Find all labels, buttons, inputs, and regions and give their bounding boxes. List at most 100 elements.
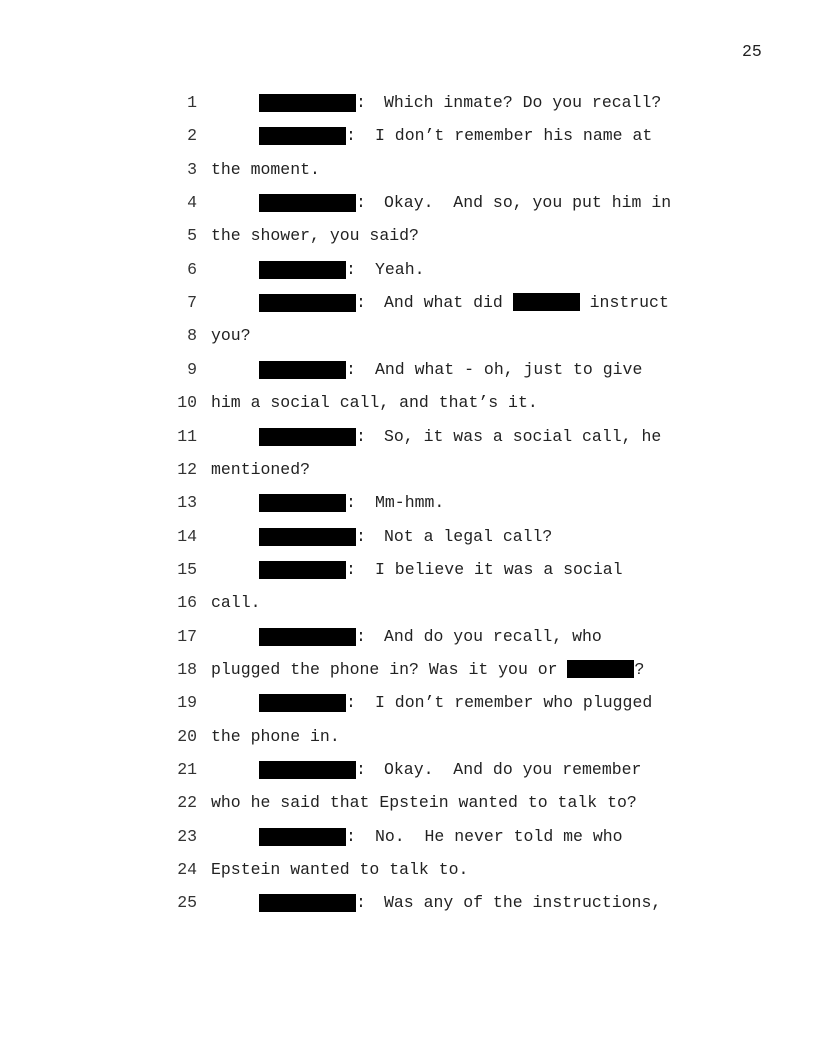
transcript-line: 3 the moment. [0, 160, 816, 180]
transcript-line: 11: So, it was a social call, he [0, 427, 816, 447]
line-number: 17 [177, 626, 197, 646]
line-number: 4 [187, 193, 197, 213]
spoken-text: No. He never told me who [375, 826, 623, 846]
redacted-speaker-name [259, 94, 356, 112]
line-number: 2 [187, 126, 197, 146]
spoken-text: And what - oh, just to give [375, 359, 643, 379]
speaker-colon: : [356, 526, 366, 546]
speaker-colon: : [356, 193, 366, 213]
redacted-speaker-name [259, 360, 346, 379]
line-number: 23 [177, 826, 197, 846]
transcript-line: 16 call. [0, 593, 816, 613]
transcript-line: 15:I believe it was a social [0, 560, 816, 580]
spoken-text: Not a legal call? [384, 526, 553, 546]
spoken-text-part: plugged the phone in? Was it you or [211, 659, 568, 679]
transcript-line: 20 the phone in. [0, 727, 816, 747]
continuation-text: the shower, you said? [211, 226, 419, 246]
spoken-text: And do you recall, who [384, 626, 602, 646]
speaker-colon: : [356, 93, 366, 112]
line-number: 19 [177, 693, 197, 713]
spoken-text: Which inmate? Do you recall? [384, 93, 662, 112]
transcript-line: 17: And do you recall, who [0, 627, 816, 647]
redacted-speaker-name [259, 694, 346, 713]
continuation-text: mentioned? [211, 459, 311, 479]
line-number: 5 [187, 226, 197, 246]
redacted-speaker-name [259, 827, 346, 846]
line-number: 11 [177, 426, 197, 446]
line-number: 22 [177, 793, 197, 813]
continuation-text: him a social call, and that’s it. [211, 393, 538, 413]
transcript-line: 25:Was any of the instructions, [0, 893, 816, 913]
page-number: 25 [742, 42, 762, 61]
redacted-speaker-name [259, 527, 356, 546]
transcript-line: 7: And what did instruct [0, 293, 816, 313]
transcript-line: 2: I don’t remember his name at [0, 126, 816, 146]
line-number: 8 [187, 326, 197, 346]
transcript-line: 18 plugged the phone in? Was it you or ? [0, 659, 816, 680]
redacted-name [567, 659, 635, 678]
speaker-colon: : [356, 293, 366, 313]
redacted-speaker-name [259, 260, 346, 279]
redacted-speaker-name [259, 294, 356, 313]
speaker-colon: : [356, 626, 366, 646]
continuation-text: plugged the phone in? Was it you or ? [211, 659, 645, 680]
transcript-line: 6: Yeah. [0, 260, 816, 280]
spoken-text: Was any of the instructions, [384, 893, 662, 913]
line-number: 15 [177, 559, 197, 579]
transcript-line: 1: Which inmate? Do you recall? [0, 93, 816, 113]
speaker-colon: : [346, 559, 356, 579]
spoken-text-part: And what did [384, 293, 513, 313]
line-number: 6 [187, 259, 197, 279]
continuation-text: who he said that Epstein wanted to talk … [211, 793, 637, 813]
speaker-colon: : [356, 426, 366, 446]
line-number: 24 [177, 860, 197, 880]
speaker-colon: : [346, 359, 356, 379]
line-number: 25 [177, 893, 197, 913]
spoken-text: Yeah. [375, 259, 425, 279]
spoken-text: And what did instruct [384, 293, 669, 313]
spoken-text: I don’t remember his name at [375, 126, 653, 146]
spoken-text-part: ? [634, 659, 645, 679]
spoken-text: I don’t remember who plugged [375, 693, 653, 713]
transcript-line: 19: I don’t remember who plugged [0, 693, 816, 713]
line-number: 1 [187, 93, 197, 112]
transcript-line: 22 who he said that Epstein wanted to tal… [0, 793, 816, 813]
redacted-speaker-name [259, 494, 346, 513]
redacted-speaker-name [259, 560, 346, 579]
speaker-colon: : [346, 259, 356, 279]
speaker-colon: : [346, 126, 356, 146]
line-number: 20 [177, 726, 197, 746]
line-number: 14 [177, 526, 197, 546]
continuation-text: you? [211, 326, 251, 346]
redacted-speaker-name [259, 627, 356, 646]
speaker-colon: : [346, 693, 356, 713]
transcript-line: 23:No. He never told me who [0, 827, 816, 847]
transcript-line: 14: Not a legal call? [0, 527, 816, 547]
redacted-speaker-name [259, 894, 356, 913]
transcript-line: 8 you? [0, 326, 816, 346]
spoken-text: Mm-hmm. [375, 493, 445, 513]
continuation-text: the moment. [211, 159, 320, 179]
transcript-line: 4: Okay. And so, you put him in [0, 193, 816, 213]
continuation-text: call. [211, 593, 261, 613]
redacted-speaker-name [259, 194, 356, 213]
transcript-line: 10 him a social call, and that’s it. [0, 393, 816, 413]
transcript-line: 13:Mm-hmm. [0, 493, 816, 513]
line-number: 16 [177, 593, 197, 613]
transcript-line: 9: And what - oh, just to give [0, 360, 816, 380]
continuation-text: the phone in. [211, 726, 340, 746]
line-number: 9 [187, 359, 197, 379]
line-number: 18 [177, 659, 197, 679]
spoken-text: Okay. And so, you put him in [384, 193, 672, 213]
line-number: 7 [187, 293, 197, 313]
line-number: 10 [177, 393, 197, 413]
transcript-line: 12 mentioned? [0, 460, 816, 480]
spoken-text: So, it was a social call, he [384, 426, 662, 446]
speaker-colon: : [346, 493, 356, 513]
line-number: 21 [177, 760, 197, 779]
redacted-name [512, 293, 580, 312]
line-number: 12 [177, 459, 197, 479]
line-number: 3 [187, 159, 197, 179]
transcript-line: 5 the shower, you said? [0, 226, 816, 246]
